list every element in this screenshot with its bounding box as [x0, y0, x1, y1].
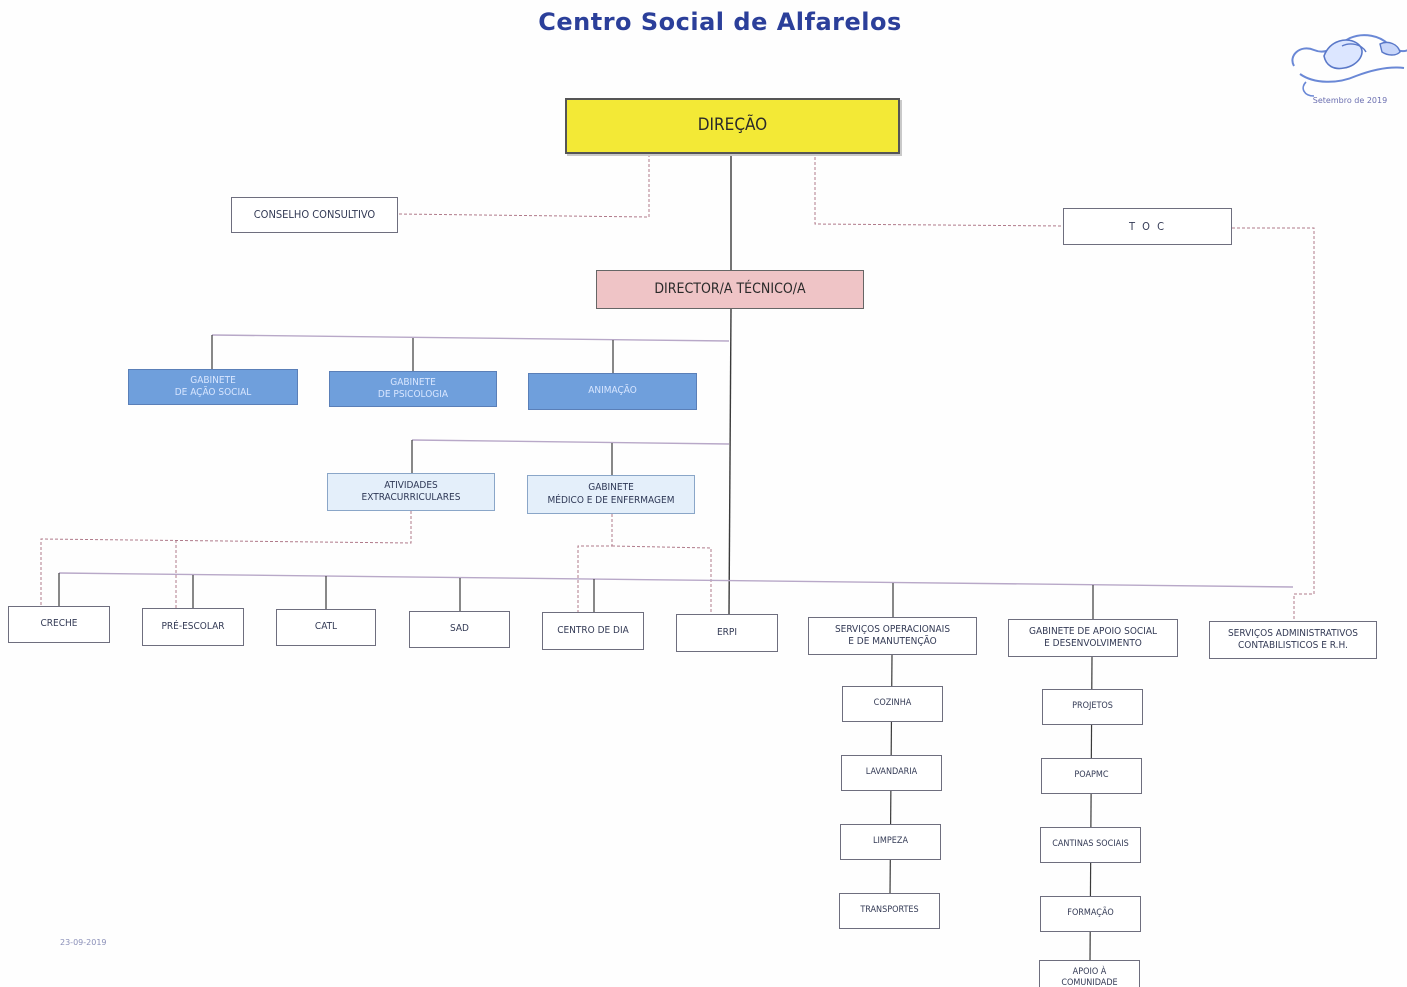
node-cantinas-sociais[interactable]: CANTINAS SOCIAIS: [1040, 827, 1141, 863]
bus-gabinetes: [211, 334, 730, 342]
node-cozinha[interactable]: COZINHA: [842, 686, 943, 722]
node-projetos[interactable]: PROJETOS: [1042, 689, 1143, 725]
dashed-atividades-creche: [40, 511, 412, 622]
bus-atividades: [411, 439, 730, 445]
node-gabinete-medico-enfermagem[interactable]: GABINETE MÉDICO E DE ENFERMAGEM: [527, 475, 695, 514]
node-formacao[interactable]: FORMAÇÃO: [1040, 896, 1141, 932]
node-centro-de-dia[interactable]: CENTRO DE DIA: [542, 612, 644, 650]
page-title: Centro Social de Alfarelos: [538, 8, 902, 36]
node-animacao[interactable]: ANIMAÇÃO: [528, 373, 697, 410]
node-erpi[interactable]: ERPI: [676, 614, 778, 652]
logo-date: Setembro de 2019: [1312, 96, 1388, 105]
node-lavandaria[interactable]: LAVANDARIA: [841, 755, 942, 791]
node-atividades-extracurriculares[interactable]: ATIVIDADES EXTRACURRICULARES: [327, 473, 495, 511]
dashed-medico-centro-dia: [577, 514, 613, 622]
node-gabinete-psicologia[interactable]: GABINETE DE PSICOLOGIA: [329, 371, 497, 407]
node-servicos-administrativos[interactable]: SERVIÇOS ADMINISTRATIVOS CONTABILISTICOS…: [1209, 621, 1377, 659]
line-diretor-trunk: [728, 308, 732, 615]
node-toc[interactable]: T O C: [1063, 208, 1232, 245]
node-gabinete-acao-social[interactable]: GABINETE DE AÇÃO SOCIAL: [128, 369, 298, 405]
dashed-direcao-toc: [814, 157, 1065, 227]
node-catl[interactable]: CATL: [276, 609, 376, 646]
node-sad[interactable]: SAD: [409, 611, 510, 648]
footnote-date: 23-09-2019: [60, 938, 107, 947]
dashed-direcao-conselho: [397, 154, 650, 218]
bus-services: [58, 572, 1294, 588]
node-transportes[interactable]: TRANSPORTES: [839, 893, 940, 929]
node-direcao[interactable]: DIREÇÃO: [565, 98, 900, 154]
node-servicos-operacionais[interactable]: SERVIÇOS OPERACIONAIS E DE MANUTENÇÃO: [808, 617, 977, 655]
node-apoio-comunidade[interactable]: APOIO À COMUNIDADE: [1039, 960, 1140, 987]
node-diretor-tecnico[interactable]: DIRECTOR/A TÉCNICO/A: [596, 270, 864, 309]
node-gabinete-apoio-social[interactable]: GABINETE DE APOIO SOCIAL E DESENVOLVIMEN…: [1008, 619, 1178, 657]
node-poapmc[interactable]: POAPMC: [1041, 758, 1142, 794]
node-conselho-consultivo[interactable]: CONSELHO CONSULTIVO: [231, 197, 398, 233]
node-pre-escolar[interactable]: PRÉ-ESCOLAR: [142, 608, 244, 646]
hands-logo-icon: [1291, 34, 1407, 97]
dashed-medico-erpi: [611, 545, 712, 619]
dashed-toc-administrativos: [1232, 227, 1315, 622]
node-creche[interactable]: CRECHE: [8, 606, 110, 643]
node-limpeza[interactable]: LIMPEZA: [840, 824, 941, 860]
